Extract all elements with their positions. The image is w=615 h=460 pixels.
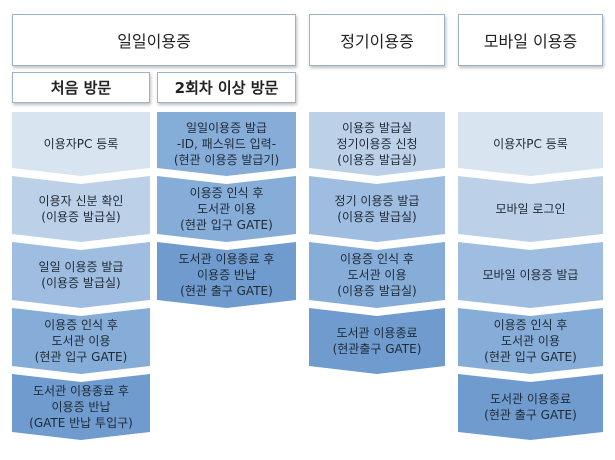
header-mobile-pass-label: 모바일 이용증	[483, 32, 578, 51]
chevron-shape	[157, 176, 296, 242]
flow-step: 도서관 이용종료 (현관 출구 GATE)	[458, 374, 603, 440]
flow-step: 이용증 인식 후 도서관 이용 (현관 입구 GATE)	[458, 308, 603, 374]
flow-step: 모바일 로그인	[458, 176, 603, 242]
subheader-first-visit: 처음 방문	[12, 72, 150, 103]
flow-step: 이용자PC 등록	[12, 112, 150, 176]
chevron-fill	[12, 374, 150, 440]
flow-step: 이용자 신분 확인 (이용증 발급실)	[12, 176, 150, 242]
flow-step-label: 이용자PC 등록	[43, 137, 119, 151]
chevron-fill	[157, 176, 296, 242]
header-regular-pass-label: 정기이용증	[340, 32, 414, 51]
chevron-shape	[12, 242, 150, 308]
subheader-second-visit: 2회차 이상 방문	[157, 72, 296, 103]
chevron-shape	[309, 176, 445, 242]
chevron-fill	[12, 308, 150, 374]
flow-step-label: 도서관 이용종료 후 이용증 반납 (현관 출구 GATE)	[178, 252, 275, 298]
chevron-shape	[309, 308, 445, 374]
chevron-fill	[458, 374, 603, 440]
flow-step: 이용증 인식 후 도서관 이용 (현관 입구 GATE)	[157, 176, 296, 242]
flow-step: 일일이용증 발급 -ID, 패스워드 입력- (현관 이용증 발급기)	[157, 112, 296, 176]
chevron-shape	[458, 176, 603, 242]
flow-step: 이용증 발급실 정기이용증 신청 (이용증 발급실)	[309, 112, 445, 176]
flow-step-label: 이용증 인식 후 도서관 이용 (현관 입구 GATE)	[34, 318, 128, 364]
flow-step: 도서관 이용종료 후 이용증 반납 (GATE 반납 투입구)	[12, 374, 150, 440]
chevron-fill	[309, 176, 445, 242]
flow-step-label: 도서관 이용종료 후 이용증 반납 (GATE 반납 투입구)	[29, 384, 133, 430]
flow-step-label: 이용자PC 등록	[493, 137, 568, 151]
header-mobile-pass: 모바일 이용증	[458, 14, 603, 66]
chevron-fill	[458, 112, 603, 176]
chevron-fill	[12, 176, 150, 242]
chevron-shape	[157, 112, 296, 176]
subheader-first-visit-label: 처음 방문	[50, 79, 112, 97]
chevron-shape	[458, 374, 603, 440]
flow-step: 이용증 인식 후 도서관 이용 (이용증 발급실)	[309, 242, 445, 308]
flow-step-label: 모바일 로그인	[495, 202, 566, 216]
chevron-fill	[12, 112, 150, 176]
flow-step-label: 이용증 발급실 정기이용증 신청 (이용증 발급실)	[336, 121, 418, 167]
header-regular-pass: 정기이용증	[309, 14, 445, 66]
flow-step: 도서관 이용종료 (현관출구 GATE)	[309, 308, 445, 374]
chevron-shape	[157, 242, 296, 308]
chevron-fill	[309, 112, 445, 176]
chevron-fill	[157, 112, 296, 176]
flow-step: 이용자PC 등록	[458, 112, 603, 176]
flow-step-label: 도서관 이용종료 (현관 출구 GATE)	[484, 392, 577, 422]
flow-step: 일일 이용증 발급 (이용증 발급실)	[12, 242, 150, 308]
chevron-shape	[458, 112, 603, 176]
chevron-fill	[309, 308, 445, 374]
subheader-second-visit-label: 2회차 이상 방문	[174, 79, 279, 97]
flow-step-label: 일일이용증 발급 -ID, 패스워드 입력- (현관 이용증 발급기)	[173, 121, 280, 167]
chevron-fill	[458, 242, 603, 308]
chevron-fill	[157, 242, 296, 308]
chevron-shape	[12, 176, 150, 242]
chevron-shape	[12, 112, 150, 176]
flow-step-label: 일일 이용증 발급 (이용증 발급실)	[38, 260, 124, 290]
chevron-fill	[12, 242, 150, 308]
chevron-fill	[309, 242, 445, 308]
flow-step-label: 이용자 신분 확인 (이용증 발급실)	[38, 194, 124, 224]
flow-step: 도서관 이용종료 후 이용증 반납 (현관 출구 GATE)	[157, 242, 296, 308]
flow-step: 모바일 이용증 발급	[458, 242, 603, 308]
chevron-shape	[458, 308, 603, 374]
flow-step-label: 이용증 인식 후 도서관 이용 (현관 입구 GATE)	[484, 318, 577, 364]
chevron-shape	[12, 374, 150, 440]
chevron-shape	[458, 242, 603, 308]
chevron-fill	[458, 308, 603, 374]
chevron-shape	[309, 242, 445, 308]
header-daily-pass: 일일이용증	[12, 14, 296, 66]
chevron-fill	[458, 176, 603, 242]
flow-step-label: 도서관 이용종료 (현관출구 GATE)	[332, 326, 422, 356]
flow-step-label: 이용증 인식 후 도서관 이용 (현관 입구 GATE)	[180, 186, 273, 232]
chevron-shape	[309, 112, 445, 176]
flow-step-label: 모바일 이용증 발급	[482, 268, 579, 282]
chevron-shape	[12, 308, 150, 374]
flow-step-label: 이용증 인식 후 도서관 이용 (이용증 발급실)	[337, 252, 417, 298]
flow-step: 정기 이용증 발급 (이용증 발급실)	[309, 176, 445, 242]
flow-step-label: 정기 이용증 발급 (이용증 발급실)	[334, 194, 420, 224]
flow-step: 이용증 인식 후 도서관 이용 (현관 입구 GATE)	[12, 308, 150, 374]
header-daily-pass-label: 일일이용증	[117, 32, 191, 51]
